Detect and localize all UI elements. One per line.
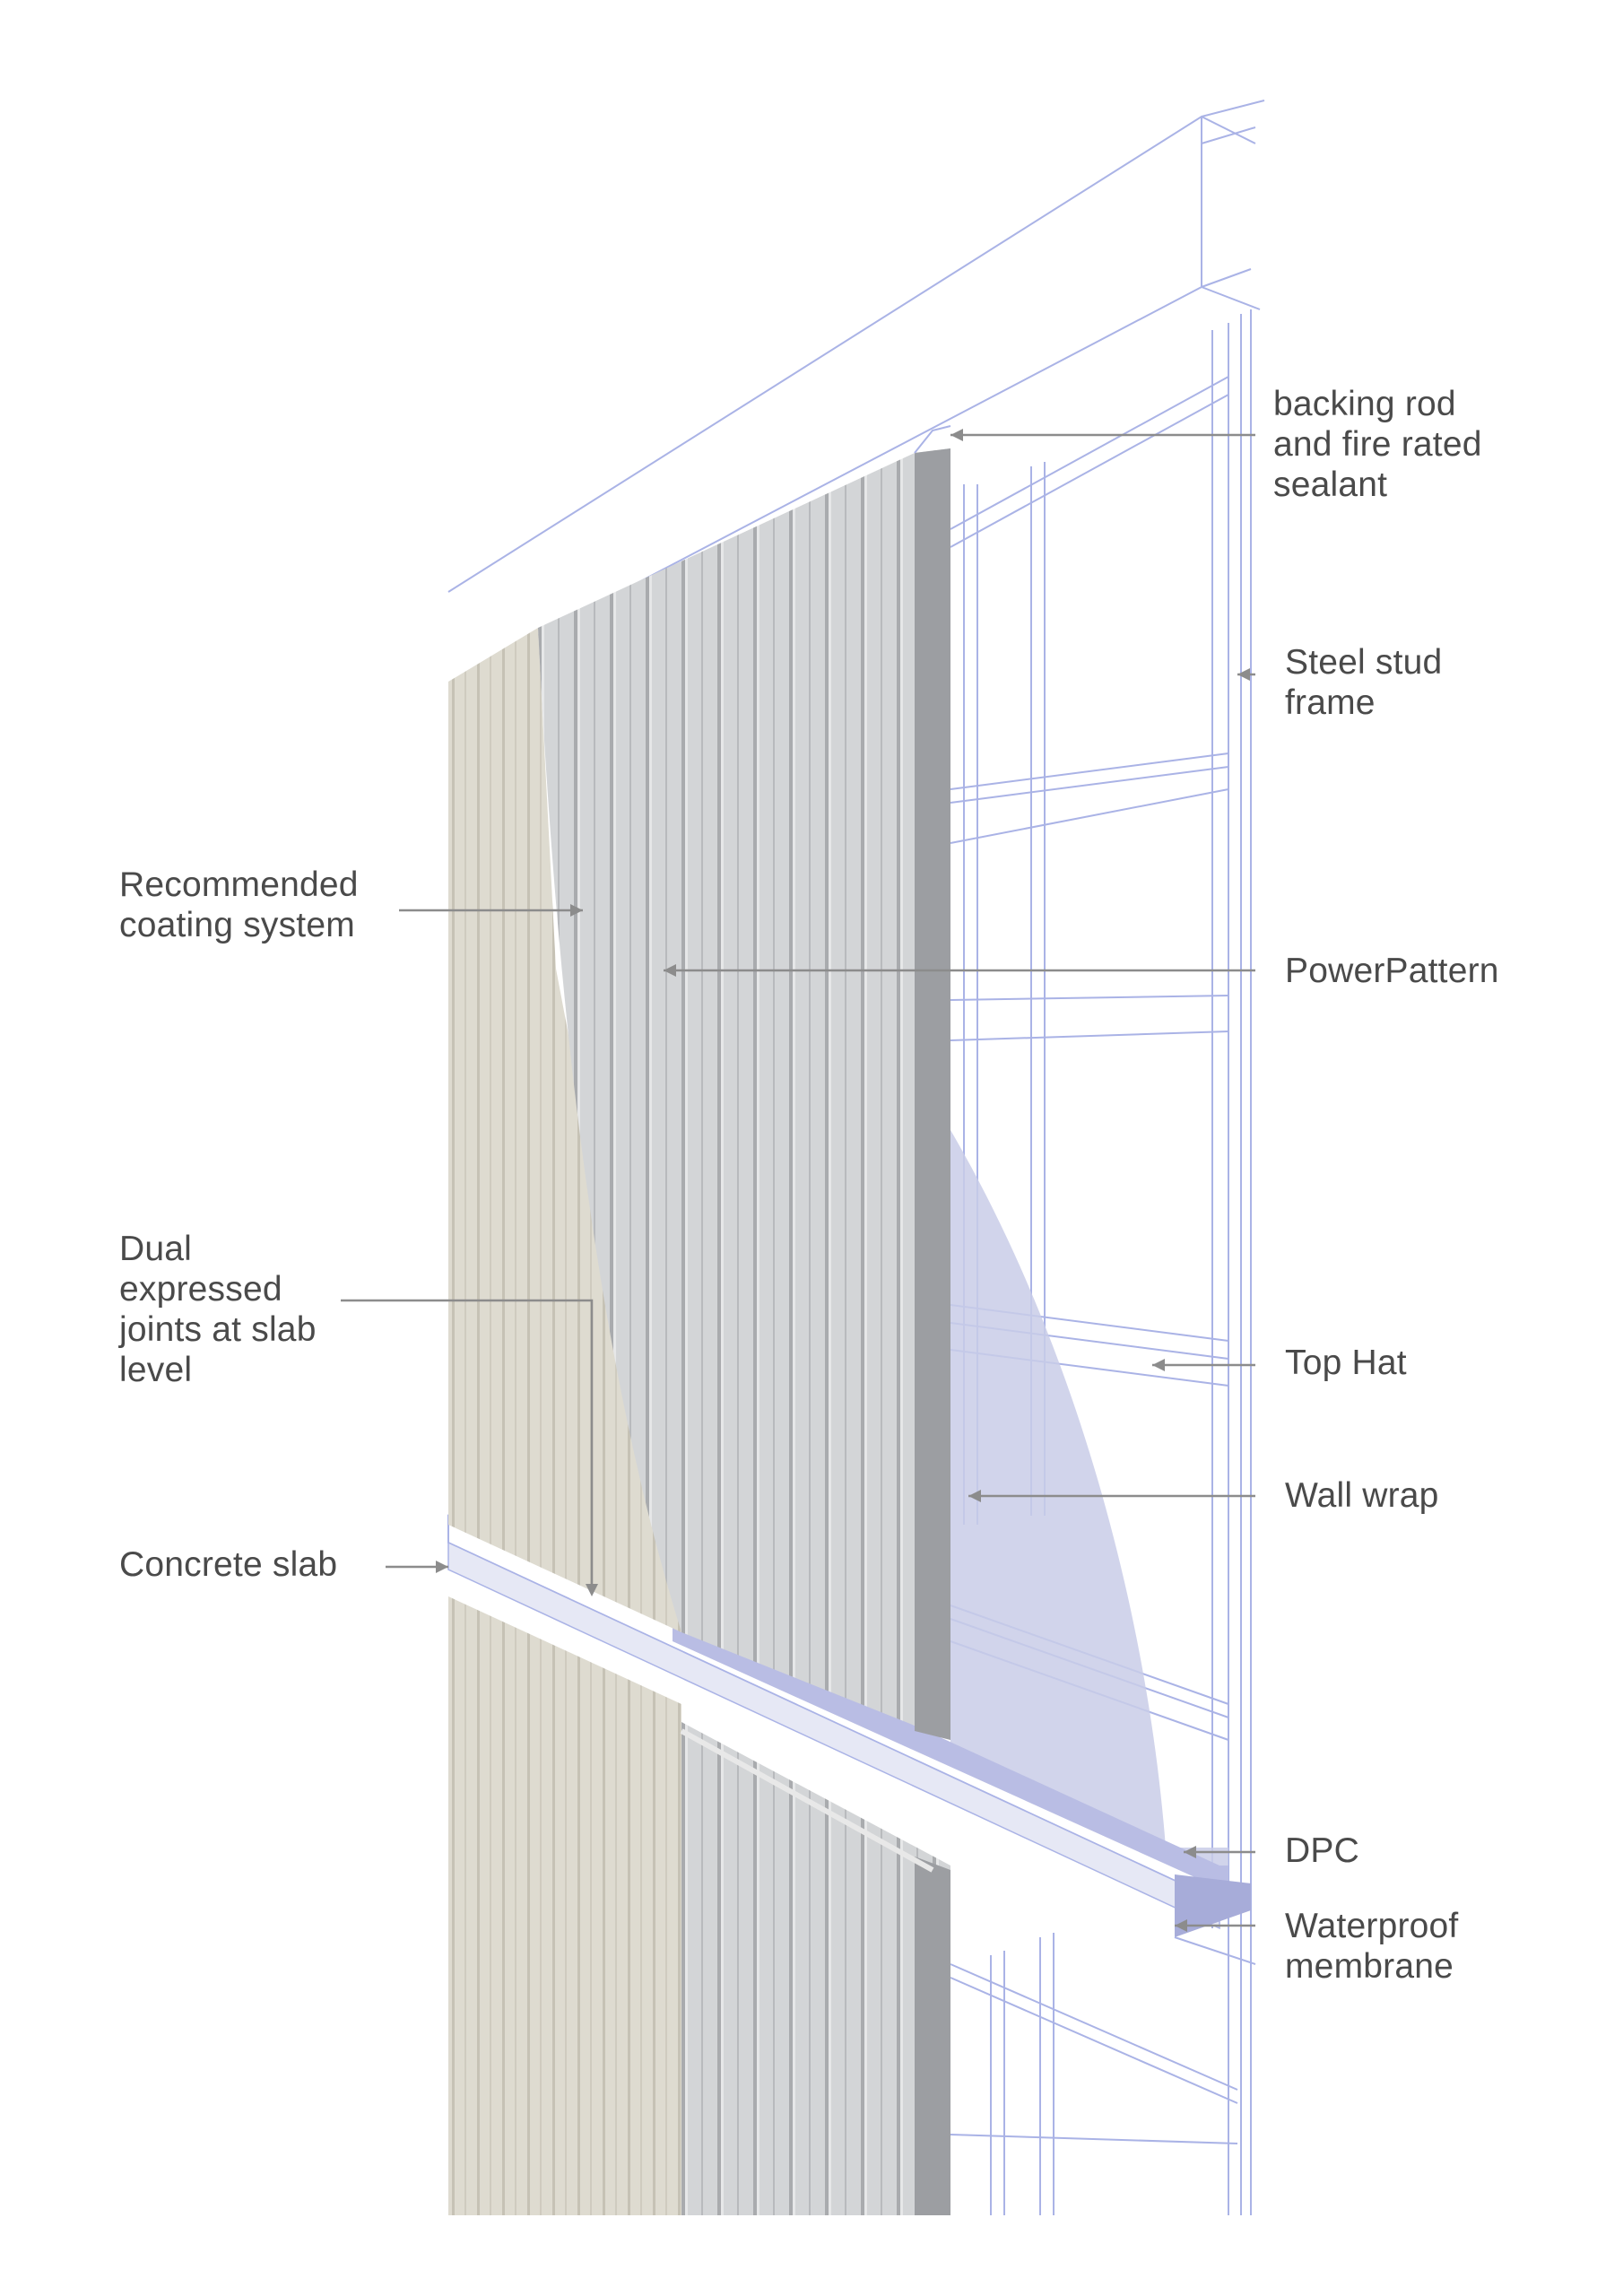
label-dpc: DPC bbox=[1285, 1831, 1359, 1870]
label-concrete-slab: Concrete slab bbox=[119, 1545, 338, 1584]
lower-top-hat bbox=[680, 1728, 934, 1873]
building-outline bbox=[447, 100, 1265, 674]
label-powerpattern: PowerPattern bbox=[1285, 952, 1499, 990]
label-backing-rod: backing rod and fire rated sealant bbox=[1273, 385, 1482, 504]
label-waterproof-membrane: Waterproof membrane bbox=[1285, 1907, 1459, 1986]
lower-panel-edge bbox=[915, 1857, 950, 2215]
wall-wrap bbox=[950, 1130, 1228, 1874]
leader-lines bbox=[341, 433, 1255, 1927]
powerpattern-panel bbox=[538, 425, 951, 1740]
label-dual-expressed-joints: Dual expressed joints at slab level bbox=[119, 1230, 317, 1389]
powerpattern-panel-lower bbox=[681, 1722, 950, 2215]
label-wall-wrap: Wall wrap bbox=[1285, 1476, 1439, 1515]
label-top-hat: Top Hat bbox=[1285, 1344, 1407, 1382]
leader-arrowheads bbox=[436, 429, 1250, 1932]
label-coating-system: Recommended coating system bbox=[119, 865, 359, 944]
label-steel-stud-frame: Steel stud frame bbox=[1285, 643, 1443, 722]
coating-system-lower bbox=[448, 1596, 681, 2215]
